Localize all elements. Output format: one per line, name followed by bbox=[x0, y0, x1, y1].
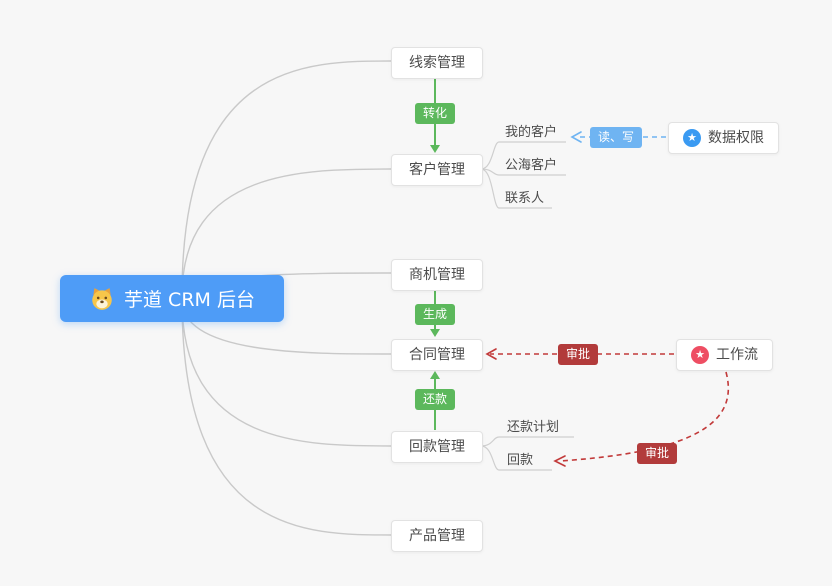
star-icon: ★ bbox=[691, 346, 709, 364]
node-receivable-label: 回款管理 bbox=[409, 439, 465, 455]
node-lead-management: 线索管理 bbox=[391, 47, 483, 79]
star-icon: ★ bbox=[683, 129, 701, 147]
node-contract-label: 合同管理 bbox=[409, 347, 465, 363]
edge-label-read-write: 读、写 bbox=[589, 127, 643, 148]
edge-label-approve-contract: 审批 bbox=[557, 344, 599, 365]
node-data-permission: ★ 数据权限 bbox=[668, 122, 779, 154]
leaf-repayment-plan: 还款计划 bbox=[507, 420, 560, 435]
node-customer-management: 客户管理 bbox=[391, 154, 483, 186]
customer-children-lines bbox=[480, 141, 566, 209]
node-workflow-label: 工作流 bbox=[716, 347, 758, 363]
edge-label-approve-payment: 审批 bbox=[636, 443, 678, 464]
edge-label-convert: 转化 bbox=[414, 103, 456, 124]
leaf-payment: 回款 bbox=[507, 453, 534, 468]
node-workflow: ★ 工作流 bbox=[676, 339, 773, 371]
node-opportunity-label: 商机管理 bbox=[409, 267, 465, 283]
root-node-label: 芋道 CRM 后台 bbox=[124, 289, 255, 311]
leaf-my-customers: 我的客户 bbox=[505, 125, 558, 140]
node-product-label: 产品管理 bbox=[409, 528, 465, 544]
node-data-permission-label: 数据权限 bbox=[708, 130, 764, 146]
node-opportunity-management: 商机管理 bbox=[391, 259, 483, 291]
edge-label-repay: 还款 bbox=[414, 389, 456, 410]
receivable-children-lines bbox=[480, 436, 574, 471]
node-customer-label: 客户管理 bbox=[409, 162, 465, 178]
dog-icon bbox=[89, 286, 115, 312]
approve-payment-arrow bbox=[553, 371, 730, 467]
node-receivable-management: 回款管理 bbox=[391, 431, 483, 463]
edge-label-generate: 生成 bbox=[414, 304, 456, 325]
root-node-crm-backend: 芋道 CRM 后台 bbox=[60, 275, 284, 322]
leaf-contacts: 联系人 bbox=[505, 191, 545, 206]
node-lead-label: 线索管理 bbox=[409, 55, 465, 71]
node-contract-management: 合同管理 bbox=[391, 339, 483, 371]
leaf-public-customers: 公海客户 bbox=[505, 158, 558, 173]
node-product-management: 产品管理 bbox=[391, 520, 483, 552]
